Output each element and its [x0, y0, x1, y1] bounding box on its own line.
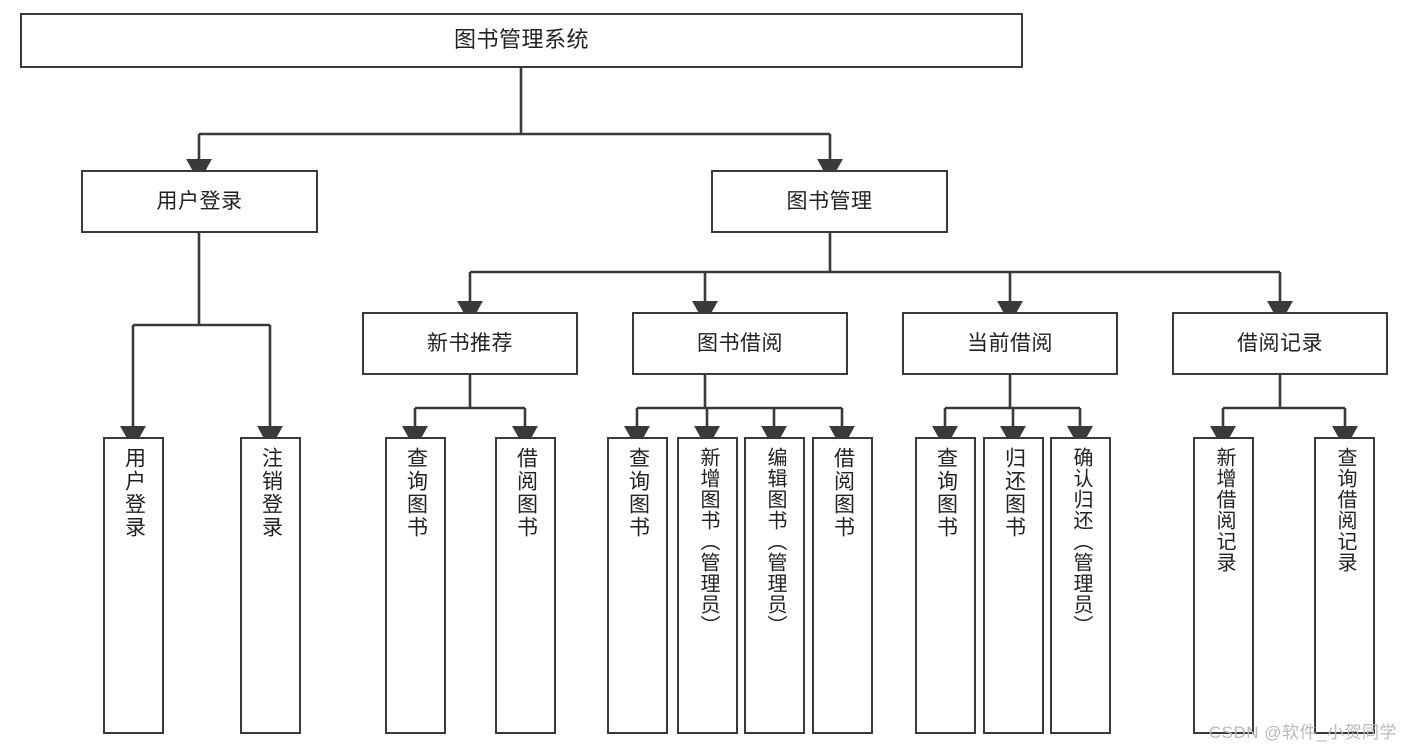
- leaf-logout[interactable]: 注销登录: [240, 437, 301, 734]
- node-borrow-record[interactable]: 借阅记录: [1172, 312, 1388, 375]
- leaf-return-book[interactable]: 归还图书: [983, 437, 1044, 734]
- node-label: 查询图书: [626, 447, 650, 539]
- leaf-query-borrow-record[interactable]: 查询借阅记录: [1314, 437, 1375, 734]
- leaf-confirm-return-admin[interactable]: 确认归还（管理员）: [1050, 437, 1111, 734]
- node-label: 新增图书（管理员）: [697, 447, 719, 636]
- node-label: 用户登录: [156, 189, 243, 213]
- node-root-system[interactable]: 图书管理系统: [20, 13, 1023, 68]
- leaf-add-book-admin[interactable]: 新增图书（管理员）: [677, 437, 738, 734]
- node-label: 新书推荐: [427, 331, 513, 355]
- node-label: 借阅记录: [1237, 331, 1323, 355]
- leaf-user-login[interactable]: 用户登录: [103, 437, 164, 734]
- leaf-edit-book-admin[interactable]: 编辑图书（管理员）: [744, 437, 805, 734]
- node-label: 查询图书: [404, 447, 428, 539]
- node-label: 归还图书: [1002, 447, 1026, 539]
- node-book-borrow[interactable]: 图书借阅: [632, 312, 848, 375]
- node-label: 图书管理: [786, 189, 873, 213]
- leaf-query-book-current[interactable]: 查询图书: [915, 437, 976, 734]
- node-label: 确认归还（管理员）: [1070, 447, 1092, 636]
- node-label: 用户登录: [122, 447, 146, 539]
- node-label: 注销登录: [259, 447, 283, 539]
- node-label: 新增借阅记录: [1213, 447, 1235, 573]
- node-new-book-recommend[interactable]: 新书推荐: [362, 312, 578, 375]
- leaf-borrow-book-recommend[interactable]: 借阅图书: [495, 437, 556, 734]
- node-user-login[interactable]: 用户登录: [81, 170, 318, 233]
- node-current-borrow[interactable]: 当前借阅: [902, 312, 1118, 375]
- node-label: 当前借阅: [967, 331, 1053, 355]
- node-label: 图书管理系统: [453, 27, 589, 53]
- node-book-management[interactable]: 图书管理: [711, 170, 948, 233]
- watermark-text: CSDN @软件_小贺同学: [1208, 723, 1397, 742]
- leaf-borrow-book[interactable]: 借阅图书: [812, 437, 873, 734]
- node-label: 借阅图书: [514, 447, 538, 539]
- leaf-query-book-borrow[interactable]: 查询图书: [607, 437, 668, 734]
- leaf-add-borrow-record[interactable]: 新增借阅记录: [1193, 437, 1254, 734]
- leaf-query-book-recommend[interactable]: 查询图书: [385, 437, 446, 734]
- node-label: 编辑图书（管理员）: [764, 447, 786, 636]
- node-label: 图书借阅: [697, 331, 783, 355]
- node-label: 查询图书: [934, 447, 958, 539]
- node-label: 借阅图书: [831, 447, 855, 539]
- node-label: 查询借阅记录: [1334, 447, 1356, 573]
